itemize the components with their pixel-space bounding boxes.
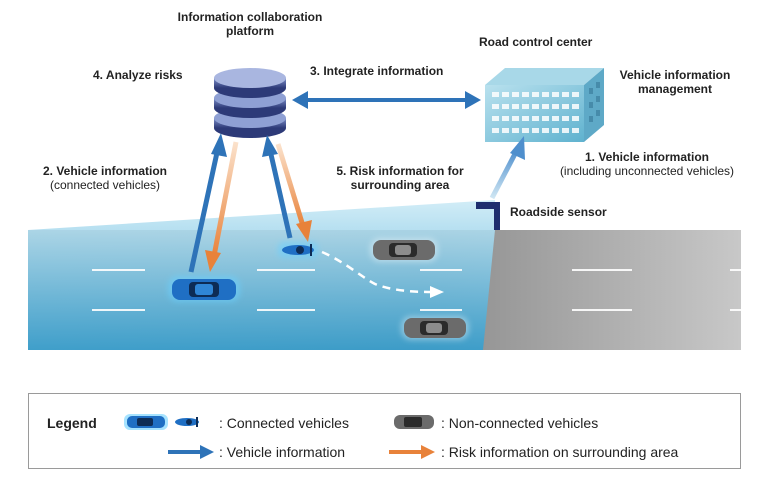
vehicle-info-management-label: Vehicle information management <box>600 68 750 96</box>
legend-risk-info-arrow-icon <box>389 445 435 459</box>
non-connected-car <box>370 238 438 262</box>
roadside-sensor-label: Roadside sensor <box>510 205 607 219</box>
road-control-center-title: Road control center <box>479 35 593 49</box>
analyze-risks-label: 4. Analyze risks <box>93 68 183 82</box>
building-icon <box>485 68 604 142</box>
connected-car <box>168 276 240 302</box>
integrate-double-arrow <box>292 91 481 109</box>
sensor-coverage-area <box>28 200 495 350</box>
legend-connected-icons <box>124 414 199 430</box>
risk-info-label: 5. Risk information for surrounding area <box>320 164 480 192</box>
platform-title: Information collaboration platform <box>150 10 350 38</box>
legend-connected-car-icon <box>124 414 168 430</box>
risk-info-arrow-platform-to-moto <box>275 143 312 242</box>
platform-title-line2: platform <box>226 24 274 38</box>
vehicle-info-all-label: 1. Vehicle information (including unconn… <box>537 150 757 178</box>
legend-connected-label: : Connected vehicles <box>219 415 349 431</box>
lane-markings <box>92 269 741 311</box>
vehicle-info-all-line2: (including unconnected vehicles) <box>559 164 735 178</box>
legend-vehicle-info-label: : Vehicle information <box>219 444 346 460</box>
roadside-sensor <box>476 202 500 230</box>
vehicle-info-connected-line1: 2. Vehicle information <box>42 164 168 178</box>
legend: Legend : Connected vehicles : Non-connec… <box>28 393 741 469</box>
legend-connected-motorcycle-icon <box>175 417 199 427</box>
vehicle-info-management-line1: Vehicle information <box>619 68 731 82</box>
connected-motorcycle <box>278 242 318 258</box>
vehicle-info-all-line1: 1. Vehicle information <box>584 150 710 164</box>
legend-vehicle-info-arrow-icon <box>168 445 214 459</box>
risk-info-line2: surrounding area <box>350 178 450 192</box>
vehicle-info-arrow-car-to-platform <box>188 133 227 273</box>
motorcycle-path-arrow <box>321 250 444 298</box>
legend-title: Legend <box>47 415 97 431</box>
legend-risk-info-label: : Risk information on surrounding area <box>441 444 679 460</box>
risk-info-line1: 5. Risk information for <box>336 164 464 178</box>
vehicle-info-management-line2: management <box>637 82 713 96</box>
vehicle-info-arrow-sensor-to-center <box>489 136 525 200</box>
risk-info-arrow-platform-to-car <box>205 141 239 272</box>
legend-non-connected-label: : Non-connected vehicles <box>441 415 599 431</box>
vehicle-info-arrow-moto-to-platform <box>262 135 293 239</box>
platform-title-line1: Information collaboration <box>177 10 323 24</box>
vehicle-info-connected-line2: (connected vehicles) <box>49 178 161 192</box>
vehicle-info-connected-label: 2. Vehicle information (connected vehicl… <box>20 164 190 192</box>
database-icon <box>214 68 286 138</box>
integrate-info-label: 3. Integrate information <box>310 64 444 78</box>
non-connected-car <box>401 316 469 340</box>
legend-non-connected-car-icon <box>394 415 434 429</box>
